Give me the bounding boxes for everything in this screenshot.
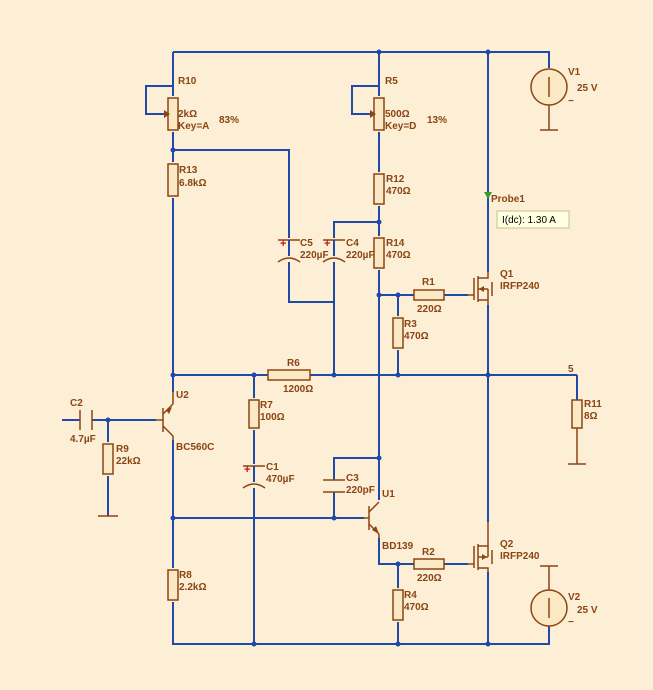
r13-resistor[interactable]: R13 6.8kΩ <box>167 163 206 197</box>
v2-voltage-source[interactable]: V2 25 V − <box>530 565 598 628</box>
c5-capacitor[interactable]: + C5 220µF <box>277 238 329 263</box>
r11-resistor[interactable]: R11 8Ω <box>568 399 602 465</box>
c2-value: 4.7µF <box>70 434 96 445</box>
r11-value: 8Ω <box>584 411 598 422</box>
r3-value: 470Ω <box>404 331 429 342</box>
r10-ref: R10 <box>178 76 197 87</box>
r8-resistor[interactable]: R8 2.2kΩ <box>167 569 206 601</box>
q1-arrow-icon <box>479 286 484 292</box>
r14-value: 470Ω <box>386 250 411 261</box>
q2-value: IRFP240 <box>500 551 540 562</box>
r12-resistor[interactable]: R12 470Ω <box>373 173 411 205</box>
r4-resistor[interactable]: R4 470Ω <box>392 589 429 621</box>
u1-arrow-icon <box>372 526 379 534</box>
v2-ref: V2 <box>568 592 581 603</box>
r14-ref: R14 <box>386 238 405 249</box>
r10-potentiometer[interactable]: R10 2kΩ Key=A 83% <box>164 76 239 132</box>
junctions <box>105 49 491 647</box>
v1-minus: − <box>568 96 574 107</box>
r13-value: 6.8kΩ <box>179 178 206 189</box>
c1-plus-icon: + <box>244 464 250 476</box>
q1-value: IRFP240 <box>500 281 540 292</box>
r10-wiper-arrow-icon <box>164 110 170 118</box>
r2-value: 220Ω <box>417 573 442 584</box>
r6-resistor[interactable]: R6 1200Ω <box>267 358 313 395</box>
u2-transistor[interactable]: U2 BC560C <box>156 390 214 453</box>
wires <box>62 51 578 645</box>
node-label: 5 <box>568 364 574 375</box>
r1-resistor[interactable]: R1 220Ω <box>413 277 445 315</box>
c5-ref: C5 <box>300 238 313 249</box>
c2-ref: C2 <box>70 398 83 409</box>
r3-ref: R3 <box>404 319 417 330</box>
r8-value: 2.2kΩ <box>179 582 206 593</box>
c1-ref: C1 <box>266 462 279 473</box>
c3-ref: C3 <box>346 473 359 484</box>
r9-ref: R9 <box>116 444 129 455</box>
r14-resistor[interactable]: R14 470Ω <box>373 237 411 269</box>
r7-ref: R7 <box>260 400 273 411</box>
r12-ref: R12 <box>386 174 405 185</box>
c4-capacitor[interactable]: + C4 220µF <box>322 238 375 263</box>
r6-value: 1200Ω <box>283 384 313 395</box>
c4-plus-icon: + <box>324 238 330 250</box>
r2-ref: R2 <box>422 547 435 558</box>
r1-ref: R1 <box>422 277 435 288</box>
r5-percent: 13% <box>427 115 447 126</box>
r7-resistor[interactable]: R7 100Ω <box>248 399 285 429</box>
probe-readout-tooltip: I(dc): 1.30 A <box>496 210 570 229</box>
r1-value: 220Ω <box>417 304 442 315</box>
probe-marker-icon[interactable] <box>484 192 492 199</box>
u2-arrow-icon <box>166 407 172 414</box>
q2-arrow-icon <box>482 554 487 560</box>
r5-value: 500Ω <box>385 109 410 120</box>
probe1[interactable]: Probe1 I(dc): 1.30 A <box>484 192 570 229</box>
u1-ref: U1 <box>382 489 395 500</box>
r13-ref: R13 <box>179 165 198 176</box>
r10-percent: 83% <box>219 115 239 126</box>
q1-ref: Q1 <box>500 269 514 280</box>
c4-ref: C4 <box>346 238 359 249</box>
u1-transistor[interactable]: U1 BD139 <box>364 489 414 552</box>
c5-plus-icon: + <box>280 238 286 250</box>
q2-ref: Q2 <box>500 539 514 550</box>
q1-mosfet[interactable]: Q1 IRFP240 <box>468 269 540 305</box>
r10-value: 2kΩ <box>178 109 197 120</box>
r11-ref: R11 <box>584 399 602 410</box>
probe-name: Probe1 <box>491 194 525 205</box>
r3-resistor[interactable]: R3 470Ω <box>392 317 429 349</box>
r7-value: 100Ω <box>260 412 285 423</box>
r2-resistor[interactable]: R2 220Ω <box>413 547 445 584</box>
r9-resistor[interactable]: R9 22kΩ <box>98 443 141 517</box>
u2-ref: U2 <box>176 390 189 401</box>
q2-mosfet[interactable]: Q2 IRFP240 <box>468 522 540 572</box>
r5-key: Key=D <box>385 121 416 132</box>
r4-value: 470Ω <box>404 602 429 613</box>
v2-value: 25 V <box>577 605 598 616</box>
v1-ref: V1 <box>568 67 581 78</box>
c1-value: 470µF <box>266 474 295 485</box>
c3-capacitor[interactable]: C3 220pF <box>323 473 375 496</box>
r8-ref: R8 <box>179 570 192 581</box>
probe-readout: I(dc): 1.30 A <box>502 215 556 226</box>
v2-minus: − <box>568 617 574 628</box>
c2-capacitor[interactable]: C2 4.7µF <box>70 398 96 445</box>
r9-value: 22kΩ <box>116 456 141 467</box>
u2-value: BC560C <box>176 442 214 453</box>
r12-value: 470Ω <box>386 186 411 197</box>
r5-potentiometer[interactable]: R5 500Ω Key=D 13% <box>370 76 447 132</box>
v1-voltage-source[interactable]: V1 25 V − <box>530 67 598 131</box>
c1-capacitor[interactable]: + C1 470µF <box>242 462 295 489</box>
c3-value: 220pF <box>346 485 375 496</box>
u1-value: BD139 <box>382 541 414 552</box>
c4-value: 220µF <box>346 250 375 261</box>
r4-ref: R4 <box>404 590 417 601</box>
c5-value: 220µF <box>300 250 329 261</box>
v1-value: 25 V <box>577 83 598 94</box>
r5-wiper-arrow-icon <box>370 110 376 118</box>
r5-ref: R5 <box>385 76 398 87</box>
r10-key: Key=A <box>178 121 209 132</box>
r6-ref: R6 <box>287 358 300 369</box>
